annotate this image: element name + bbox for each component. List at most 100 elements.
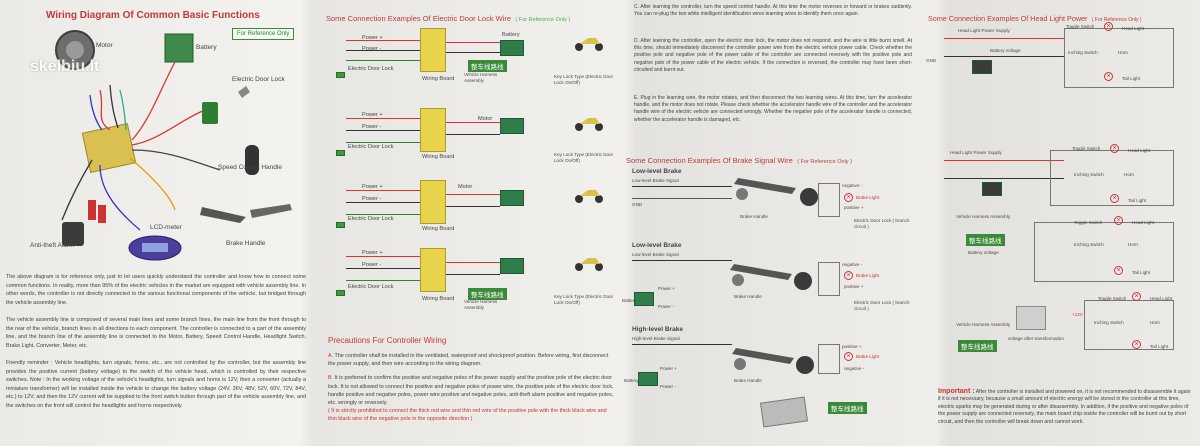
label-speed-handle: Speed Control Handle xyxy=(218,164,282,171)
negative-label: negative - xyxy=(844,366,865,371)
wire-red xyxy=(446,42,500,44)
head-light-label: Head Light xyxy=(1150,296,1173,301)
watermark-text: skelbiu.lt xyxy=(30,58,100,75)
wire-red xyxy=(346,190,420,192)
horn-label: Horn xyxy=(1124,172,1134,177)
signal-wire xyxy=(632,344,732,346)
head-light-icon: × xyxy=(1104,22,1113,31)
scooter-icon xyxy=(575,38,603,51)
panel3-title: Some Connection Examples Of Brake Signal… xyxy=(626,156,793,165)
battery-icon xyxy=(500,258,524,274)
scooter-icon xyxy=(575,118,603,131)
converter-icon xyxy=(972,60,992,74)
battery-voltage: Battery voltage xyxy=(968,250,999,255)
brake-sensor-icon xyxy=(794,272,812,290)
label-power-neg: Power - xyxy=(362,196,382,202)
wire-black xyxy=(346,268,420,270)
label-power-pos: Power + xyxy=(362,35,383,41)
wiring-board-icon xyxy=(420,180,446,224)
label-wiring-board: Wiring Board xyxy=(422,226,455,232)
troubleshoot-e: E. Plug in the learning wire, the motor … xyxy=(634,95,912,123)
circuit-box xyxy=(1064,28,1174,88)
label-wiring-board: Wiring Board xyxy=(422,76,455,82)
panel2-title-row: Some Connection Examples Of Electric Doo… xyxy=(326,8,570,26)
battery-voltage: Battery voltage xyxy=(990,48,1021,53)
label-door-lock: Electric Door Lock xyxy=(232,76,285,83)
circuit-box xyxy=(1034,222,1174,282)
inching-switch: Inching Switch xyxy=(1094,320,1124,325)
inching-switch: Inching Switch xyxy=(1074,242,1104,247)
wire-green xyxy=(346,142,420,144)
wire-black xyxy=(944,178,1064,180)
panel3-ref: ( For Reference Only ) xyxy=(797,159,852,165)
troubleshoot-d: D. After learning the controller, open t… xyxy=(634,38,912,73)
inching-switch: Inching Switch xyxy=(1068,50,1098,55)
circuit-box xyxy=(818,183,840,217)
power-neg-label: Power - xyxy=(658,304,674,309)
scooter-icon xyxy=(575,190,603,203)
tail-light-icon: × xyxy=(1114,266,1123,275)
converter-note: voltage after transformation xyxy=(1008,336,1064,341)
precaution-a-marker: A. xyxy=(328,353,334,359)
inching-switch: Inching Switch xyxy=(1074,172,1104,177)
panel2-title: Some Connection Examples Of Electric Doo… xyxy=(326,14,512,23)
wire-green xyxy=(346,214,420,216)
tail-light-icon: × xyxy=(1110,194,1119,203)
brake-light-icon: × xyxy=(844,271,853,280)
battery-label: Battery xyxy=(622,298,637,303)
plus12v-label: +12V xyxy=(1072,312,1083,317)
panel1-paragraph-1: The above diagram is for reference only,… xyxy=(6,274,306,306)
tail-light-label: Tail Light xyxy=(1122,76,1141,81)
panel4-title: Some Connection Examples Of Head Light P… xyxy=(928,14,1088,23)
brake-sensor-icon xyxy=(800,188,818,206)
important-note: Important : After the controller is inst… xyxy=(938,388,1194,426)
label-key-lock: Key Lock Type (Electric Door Lock On/Off… xyxy=(554,152,614,163)
positive-label: positive + xyxy=(844,205,864,210)
connector-icon xyxy=(336,72,345,78)
label-motor: Motor xyxy=(458,184,473,190)
label-door-lock: Electric Door Lock xyxy=(348,284,394,290)
circuit-box xyxy=(818,344,840,374)
head-light-label: Head Light xyxy=(1122,26,1145,31)
label-door-lock: Electric Door Lock xyxy=(348,66,394,72)
important-title: Important : xyxy=(938,388,975,395)
converter-icon xyxy=(982,182,1002,196)
label-power-pos: Power + xyxy=(362,250,383,256)
panel3-title-row: Some Connection Examples Of Brake Signal… xyxy=(626,150,852,168)
horn-label: Horn xyxy=(1128,242,1138,247)
horn-label: Horn xyxy=(1118,50,1128,55)
panel4-ref: ( For Reference Only ) xyxy=(1091,17,1142,23)
wire-red xyxy=(944,38,1064,40)
precaution-a: A. The controller shall be installed in … xyxy=(328,352,616,368)
wire-black xyxy=(346,130,420,132)
tail-light-label: Tail Light xyxy=(1132,270,1151,275)
panel-brake-signal: C. After learning the controller, turn t… xyxy=(622,0,920,446)
alarm-icon xyxy=(88,200,96,220)
negative-label: negative - xyxy=(842,183,863,188)
door-lock-branch: Electric Door Lock ( branch circuit ) xyxy=(854,218,910,229)
power-neg-label: Power - xyxy=(660,384,676,389)
label-key-lock: Key Lock Type (Electric Door Lock On/Off… xyxy=(554,74,614,85)
panel-basic-functions: Wiring Diagram Of Common Basic Functions… xyxy=(0,0,312,446)
speed-handle-icon xyxy=(245,145,259,175)
power-pos-label: Power + xyxy=(660,366,677,371)
label-motor: Motor xyxy=(96,42,113,49)
controller-icon xyxy=(759,396,809,428)
wiring-board-icon xyxy=(420,28,446,72)
battery-icon xyxy=(500,40,524,56)
panel1-paragraph-3: Friendly reminder : Vehicle headlights, … xyxy=(6,360,306,409)
brake-sensor-icon xyxy=(796,356,814,374)
head-light-icon: × xyxy=(1110,144,1119,153)
wire-black xyxy=(346,50,420,52)
panel2-ref: ( For Reference Only ) xyxy=(515,17,571,23)
gnd-wire xyxy=(632,198,732,200)
wire-red xyxy=(346,256,420,258)
head-light-icon: × xyxy=(1114,216,1123,225)
label-battery: Battery xyxy=(502,32,520,38)
controller-icon xyxy=(81,123,137,173)
positive-label: positive + xyxy=(844,284,864,289)
precaution-b: B. It is preferred to confirm the positi… xyxy=(328,374,616,407)
battery-icon xyxy=(500,190,524,206)
signal-wire xyxy=(632,186,732,188)
